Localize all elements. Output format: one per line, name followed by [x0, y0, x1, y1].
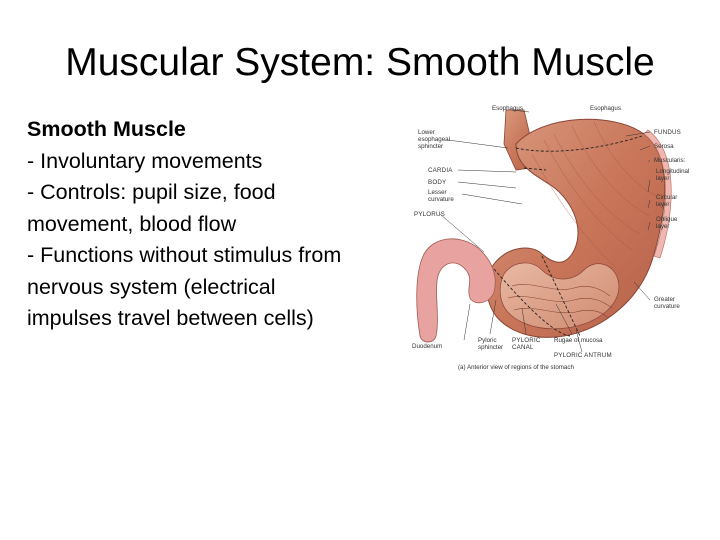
label-esophagus-top: Esophagus: [590, 105, 621, 112]
label-oblique-1: Oblique: [656, 216, 678, 223]
region-dashed-lines: [493, 135, 643, 337]
slide-body: Smooth Muscle - Involuntary movements - …: [27, 114, 497, 335]
label-body: BODY: [428, 179, 446, 186]
stomach-illustration: Esophagus Lower esophageal sphincter CAR…: [412, 105, 689, 371]
stomach-anatomy-figure: Esophagus Lower esophageal sphincter CAR…: [404, 104, 708, 386]
body-line-3: movement, blood flow: [27, 211, 237, 236]
label-lesser-2: curvature: [428, 196, 454, 203]
label-greater-2: curvature: [654, 303, 680, 310]
serosa-edge: [643, 129, 672, 259]
body-line-6: impulses travel between cells): [27, 306, 314, 330]
label-pyloric-antrum: PYLORIC ANTRUM: [554, 352, 612, 359]
label-lower-sphincter-3: sphincter: [418, 143, 443, 150]
leader-lines: [439, 109, 651, 353]
label-lesser-1: Lesser: [428, 189, 447, 196]
body-line-1: - Involuntary movements: [27, 148, 263, 173]
label-pyloric-sphincter-1: Pyloric: [478, 337, 497, 344]
label-circular-1: Circular: [656, 194, 677, 201]
label-muscularis: Muscularis:: [654, 157, 686, 164]
label-circular-2: layer: [656, 201, 669, 208]
label-pyloric-canal-1: PYLORIC: [512, 337, 541, 344]
label-esophagus: Esophagus: [492, 105, 523, 112]
label-rugae: Rugae of mucosa: [554, 337, 603, 344]
body-line-2: - Controls: pupil size, food: [27, 180, 276, 204]
label-greater-1: Greater: [654, 296, 675, 303]
label-longitudinal-2: layer: [656, 175, 669, 182]
rugae-folds: [507, 284, 613, 319]
stomach-lining-shape: [499, 262, 620, 330]
slide-title: Muscular System: Smooth Muscle: [65, 41, 655, 84]
label-lower-sphincter-1: Lower: [418, 129, 435, 136]
figure-caption: (a) Anterior view of regions of the stom…: [458, 364, 574, 371]
body-line-5: nervous system (electrical: [27, 274, 276, 299]
body-line-4: - Functions without stimulus from: [27, 243, 342, 267]
body-heading: Smooth Muscle: [27, 117, 186, 141]
label-pylorus: PYLORUS: [414, 211, 445, 218]
label-pyloric-sphincter-2: sphincter: [478, 344, 503, 351]
label-longitudinal-1: Longitudinal: [656, 168, 689, 175]
label-fundus: FUNDUS: [654, 129, 681, 136]
muscle-striations: [531, 121, 657, 269]
label-cardia: CARDIA: [428, 167, 453, 174]
duodenum-shape: [416, 238, 496, 343]
label-serosa: Serosa: [654, 143, 674, 150]
label-duodenum: Duodenum: [412, 343, 442, 350]
label-pyloric-canal-2: CANAL: [512, 344, 534, 351]
label-oblique-2: layer: [656, 223, 669, 230]
label-lower-sphincter-2: esophageal: [418, 136, 450, 143]
